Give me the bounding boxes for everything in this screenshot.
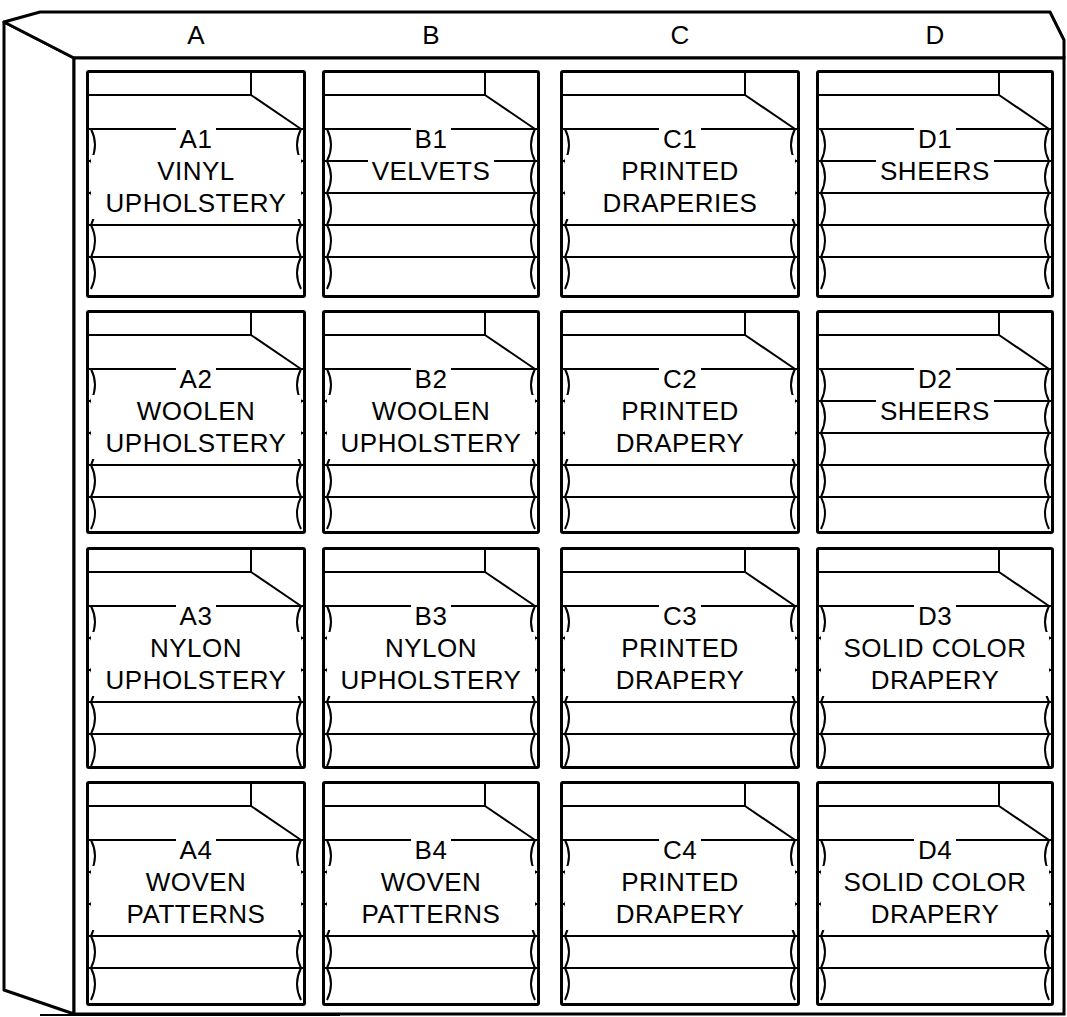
bin-label: B4WOVEN PATTERNS [325, 834, 537, 930]
bin-label: D4SOLID COLOR DRAPERY [819, 834, 1051, 930]
bin-label: A1VINYL UPHOLSTERY [89, 123, 303, 219]
storage-bin: A3NYLON UPHOLSTERY [86, 547, 306, 769]
fabric-type: VELVETS [368, 155, 495, 187]
bin-label: C1PRINTED DRAPERIES [563, 123, 797, 219]
bin-code: D1 [914, 123, 956, 155]
bin-code: D2 [914, 363, 956, 395]
column-letter: A [184, 20, 207, 50]
storage-bin: D1SHEERS [816, 70, 1054, 298]
bin-code: A3 [176, 600, 217, 632]
column-letter: D [923, 20, 948, 50]
bin-code: A1 [176, 123, 217, 155]
storage-bin: B1VELVETS [322, 70, 540, 298]
fabric-type: WOOLEN UPHOLSTERY [327, 395, 535, 459]
bin-code: C2 [659, 363, 701, 395]
storage-bin: C2PRINTED DRAPERY [560, 310, 800, 534]
bin-label: A3NYLON UPHOLSTERY [89, 600, 303, 696]
bin-code: C4 [659, 834, 701, 866]
column-letter: C [668, 20, 693, 50]
bin-code: D3 [914, 600, 956, 632]
fabric-type: PRINTED DRAPERIES [565, 155, 795, 219]
storage-bin: D3SOLID COLOR DRAPERY [816, 547, 1054, 769]
storage-bin: C4PRINTED DRAPERY [560, 781, 800, 1006]
storage-bin: D4SOLID COLOR DRAPERY [816, 781, 1054, 1006]
storage-bin: D2SHEERS [816, 310, 1054, 534]
bin-label: D3SOLID COLOR DRAPERY [819, 600, 1051, 696]
fabric-type: WOOLEN UPHOLSTERY [91, 395, 301, 459]
column-letter: B [419, 20, 442, 50]
fabric-type: PRINTED DRAPERY [565, 632, 795, 696]
fabric-type: VINYL UPHOLSTERY [91, 155, 301, 219]
bin-label: D2SHEERS [819, 363, 1051, 427]
bin-code: D4 [914, 834, 956, 866]
bin-label: A2WOOLEN UPHOLSTERY [89, 363, 303, 459]
bin-label: B3NYLON UPHOLSTERY [325, 600, 537, 696]
bin-code: B1 [411, 123, 452, 155]
fabric-type: SHEERS [876, 155, 994, 187]
storage-bin: A2WOOLEN UPHOLSTERY [86, 310, 306, 534]
storage-bin: A4WOVEN PATTERNS [86, 781, 306, 1006]
bin-code: B2 [411, 363, 452, 395]
bin-code: A2 [176, 363, 217, 395]
fabric-type: PRINTED DRAPERY [565, 866, 795, 930]
bin-code: C1 [659, 123, 701, 155]
bin-code: C3 [659, 600, 701, 632]
bin-code: A4 [176, 834, 217, 866]
bin-code: B4 [411, 834, 452, 866]
bin-label: D1SHEERS [819, 123, 1051, 187]
bin-label: C3PRINTED DRAPERY [563, 600, 797, 696]
fabric-type: PRINTED DRAPERY [565, 395, 795, 459]
bin-label: B1VELVETS [325, 123, 537, 187]
storage-bin: B3NYLON UPHOLSTERY [322, 547, 540, 769]
storage-bin: B2WOOLEN UPHOLSTERY [322, 310, 540, 534]
bin-code: B3 [411, 600, 452, 632]
bin-label: C4PRINTED DRAPERY [563, 834, 797, 930]
fabric-type: SHEERS [876, 395, 994, 427]
fabric-type: SOLID COLOR DRAPERY [821, 866, 1049, 930]
fabric-type: WOVEN PATTERNS [327, 866, 535, 930]
fabric-type: NYLON UPHOLSTERY [91, 632, 301, 696]
storage-bin: B4WOVEN PATTERNS [322, 781, 540, 1006]
fabric-type: SOLID COLOR DRAPERY [821, 632, 1049, 696]
storage-bin: C3PRINTED DRAPERY [560, 547, 800, 769]
storage-bin: C1PRINTED DRAPERIES [560, 70, 800, 298]
storage-bin: A1VINYL UPHOLSTERY [86, 70, 306, 298]
bin-label: B2WOOLEN UPHOLSTERY [325, 363, 537, 459]
fabric-type: WOVEN PATTERNS [91, 866, 301, 930]
fabric-type: NYLON UPHOLSTERY [327, 632, 535, 696]
bin-label: C2PRINTED DRAPERY [563, 363, 797, 459]
bin-label: A4WOVEN PATTERNS [89, 834, 303, 930]
